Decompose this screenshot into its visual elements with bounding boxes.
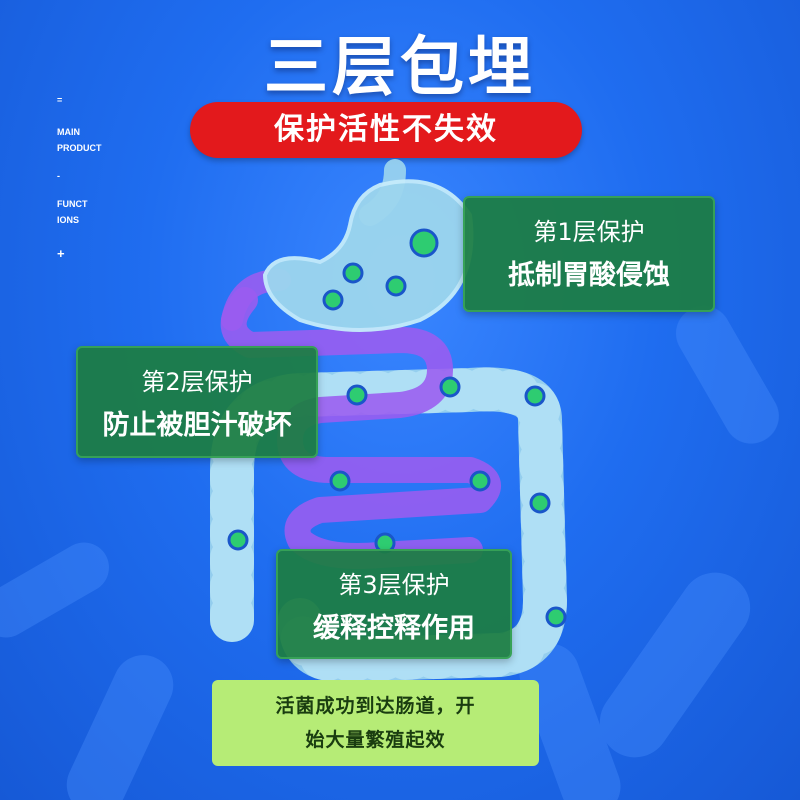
layer3-desc: 缓释控释作用: [313, 613, 475, 644]
result-note: 活菌成功到达肠道，开 始大量繁殖起效: [212, 680, 539, 766]
nav-main-line2: PRODUCT: [57, 143, 102, 153]
stomach: [262, 179, 474, 332]
note-line1: 活菌成功到达肠道，开: [275, 695, 476, 717]
layer2-card: 第2层保护 防止被胆汁破坏: [76, 346, 318, 458]
layer3-step: 第3层保护: [338, 571, 450, 599]
layer1-desc: 抵制胃酸侵蚀: [508, 260, 670, 291]
layer2-step: 第2层保护: [141, 368, 253, 396]
subtitle-pill: 保护活性不失效: [190, 102, 582, 158]
dash-icon: -: [57, 171, 60, 181]
page-title: 三层包埋: [264, 31, 536, 105]
nav-func-line2: IONS: [57, 215, 80, 225]
plus-icon[interactable]: +: [57, 246, 65, 261]
nav-main-line1: MAIN: [57, 127, 80, 137]
nav-func-line1: FUNCT: [57, 199, 88, 209]
layer3-card: 第3层保护 缓释控释作用: [276, 549, 512, 659]
side-nav: = MAIN PRODUCT - FUNCT IONS +: [57, 92, 102, 262]
layer2-desc: 防止被胆汁破坏: [102, 410, 292, 441]
layer1-card: 第1层保护 抵制胃酸侵蚀: [463, 196, 715, 312]
menu-icon[interactable]: =: [57, 95, 63, 105]
note-line2: 始大量繁殖起效: [305, 729, 446, 751]
probiotic-dots: [227, 228, 567, 628]
layer1-step: 第1层保护: [533, 218, 645, 246]
